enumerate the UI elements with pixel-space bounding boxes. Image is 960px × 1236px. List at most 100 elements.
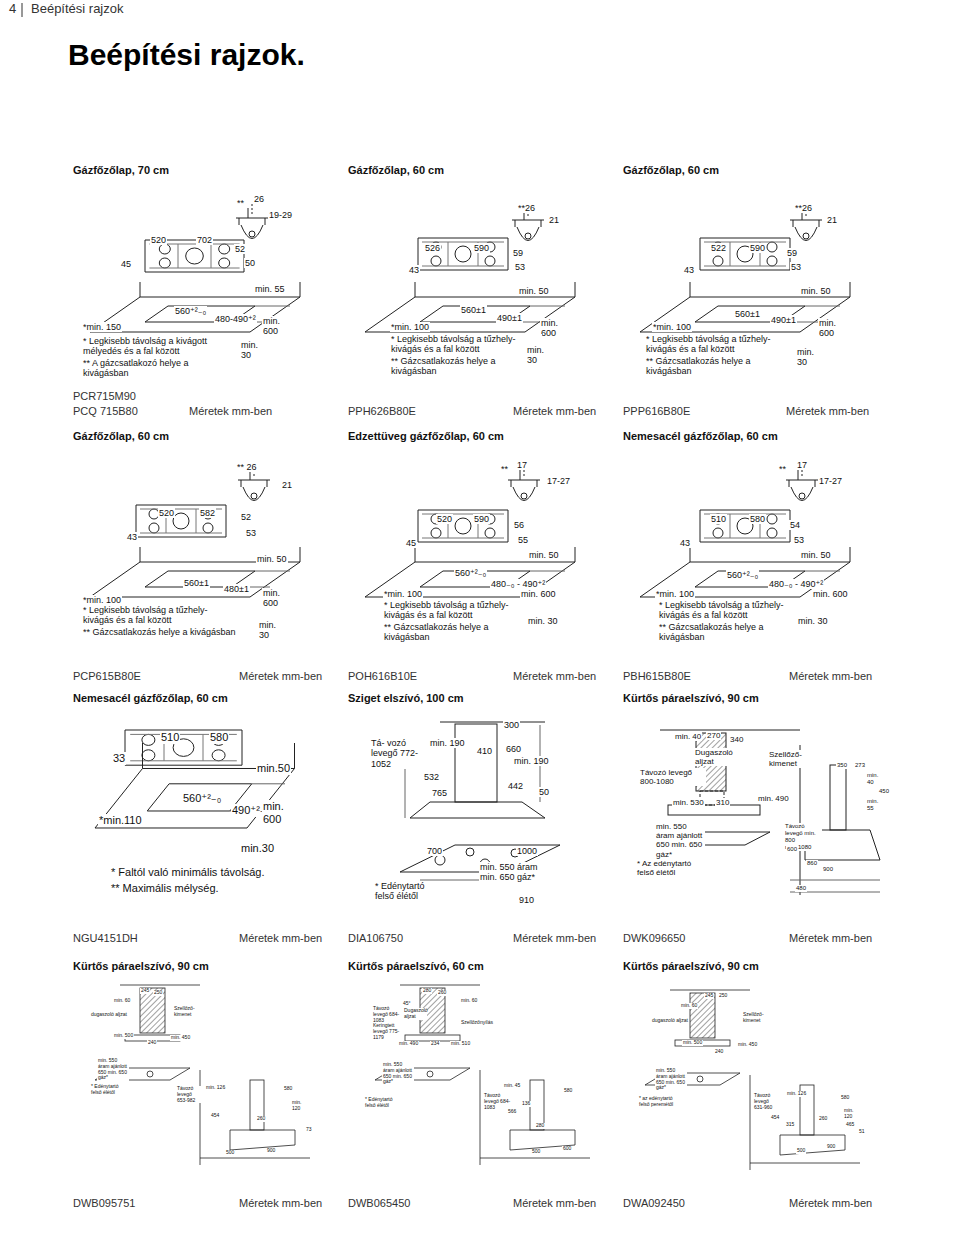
dimension-label: min. 500 xyxy=(113,1033,134,1039)
panel-heading: Kürtős páraelszívó, 90 cm xyxy=(72,960,210,973)
dimension-label: 52 xyxy=(234,244,246,254)
dimension-label: 43 xyxy=(683,265,695,275)
footnote: * az edénytartó felső peremétől xyxy=(638,1096,680,1108)
dimension-label: 590 xyxy=(749,243,766,253)
model-number: DWB065450 xyxy=(347,1197,411,1210)
dimension-label: min. 55 xyxy=(254,284,286,294)
dimension-label: ** xyxy=(778,464,787,474)
dimension-label: ** xyxy=(500,464,509,474)
model-number: NGU4151DH xyxy=(72,932,139,945)
dimension-label: 240 xyxy=(147,1040,157,1046)
dimension-label: 21 xyxy=(826,215,838,225)
dimension-label: *min.110 xyxy=(98,814,143,827)
dimension-label: 43 xyxy=(679,538,691,548)
dimension-label: Távozó levegő 684-1083 Keringtett levegő… xyxy=(372,1006,404,1041)
panel-heading: Kürtős páraelszívó, 90 cm xyxy=(622,960,760,973)
footnote: * Legkisebb távolság a tűzhely-kivágás é… xyxy=(383,600,535,621)
dimension-label: min. 30 xyxy=(796,347,822,368)
dimension-label: 59 xyxy=(786,248,798,258)
dimension-label: min. 50 xyxy=(256,554,288,564)
dimension-label: min. 550 áram min. 650 gáz* xyxy=(479,862,543,883)
dimension-label: 900 xyxy=(826,1144,836,1150)
dimension-label: Távozó levegő 684-1083 xyxy=(483,1093,515,1110)
dimension-label: 43 xyxy=(126,532,138,542)
footnote: * Legkisebb távolság a kivágott mélyedés… xyxy=(82,336,239,357)
dimension-label: min.30 xyxy=(240,842,275,855)
dimension-label: 480-490⁺² xyxy=(214,314,257,324)
dimension-label: 910 xyxy=(518,895,535,905)
footnote: * Legkisebb távolság a tűzhely-kivágás é… xyxy=(390,334,542,355)
dimension-label: 860 xyxy=(806,860,818,867)
footnote: ** Maximális mélység. xyxy=(110,882,220,895)
dimension-label: 600 xyxy=(786,846,798,853)
dimension-label: min. 50 xyxy=(528,550,560,560)
dimension-label: min. 190 xyxy=(513,756,550,766)
dimension-label: min. 600 xyxy=(812,589,849,599)
dimension-label: dugaszoló aljzat xyxy=(651,1018,689,1024)
panel-heading: Gázfőzőlap, 70 cm xyxy=(72,164,170,177)
dimension-label: 26 xyxy=(253,194,265,204)
dimension-label: 410 xyxy=(476,746,493,756)
model-number: PCQ 715B80 xyxy=(72,405,139,418)
dimension-label: 480±1 xyxy=(223,584,250,594)
dimension-label: min. 120 xyxy=(291,1100,305,1112)
dimension-label: 56 xyxy=(513,520,525,530)
dimension-label: 21 xyxy=(548,215,560,225)
dimension-label: min. 45 xyxy=(503,1083,521,1089)
dimension-label: min. 50 xyxy=(800,550,832,560)
dimension-label: 510 xyxy=(160,731,180,744)
dimension-label: 315 xyxy=(785,1122,795,1128)
dimension-label: 240 xyxy=(714,1049,724,1055)
footnote: ** Gázcsatlakozás helye a kivágásban xyxy=(645,356,797,377)
dimension-label: Dugaszoló aljzat xyxy=(694,748,742,766)
dimension-label: 560±1 xyxy=(460,305,487,315)
dimension-label: min. 450 xyxy=(737,1042,758,1048)
unit-note: Méretek mm-ben xyxy=(238,1197,323,1210)
dimension-label: *min. 100 xyxy=(82,595,122,605)
unit-note: Méretek mm-ben xyxy=(512,1197,597,1210)
dimension-label: 600 xyxy=(562,1146,572,1152)
dimension-label: 136 xyxy=(521,1101,531,1107)
unit-note: Méretek mm-ben xyxy=(238,670,323,683)
dimension-label: 700 xyxy=(426,846,443,856)
dimension-label: 566 xyxy=(507,1109,517,1115)
dimension-label: 500 xyxy=(796,1148,806,1154)
dimension-label: 442 xyxy=(507,781,524,791)
dimension-label: 500 xyxy=(531,1149,541,1155)
dimension-label: min. 490 xyxy=(398,1041,419,1047)
dimension-label: dugaszoló aljzat xyxy=(90,1012,128,1018)
dimension-label: min. 600 xyxy=(818,318,846,339)
footnote: ** Gázcsatlakozás helye a kivágásban xyxy=(390,356,542,377)
dimension-label: Tá- vozó levegő 772-1052 xyxy=(370,738,420,769)
footnote: ** Gázcsatlakozás helye a kivágásban xyxy=(383,622,535,643)
dimension-label: 51 xyxy=(858,1129,866,1135)
dimension-label: ** 26 xyxy=(236,462,258,472)
model-number: DIA106750 xyxy=(347,932,404,945)
dimension-label: **26 xyxy=(794,203,813,213)
dimension-label: 260 xyxy=(437,990,447,996)
dimension-label: 490±1 xyxy=(770,315,797,325)
dimension-label: min. 450 xyxy=(170,1035,191,1041)
model-number: DWK096650 xyxy=(622,932,686,945)
dimension-label: min. 60 xyxy=(460,998,478,1004)
dimension-label: 53 xyxy=(514,262,526,272)
dimension-label: ** xyxy=(236,198,245,208)
dimension-label: 510 xyxy=(710,514,727,524)
dimension-label: min. 600 xyxy=(262,588,290,609)
dimension-label: 520 xyxy=(150,235,167,245)
dimension-label: 310 xyxy=(715,798,730,807)
dimension-label: 580 xyxy=(749,514,766,524)
dimension-label: 480 xyxy=(795,885,807,892)
dimension-label: min. 30 xyxy=(258,620,284,641)
dimension-label: 560⁺²₋₀ xyxy=(182,792,222,805)
dimension-label: 582 xyxy=(199,508,216,518)
dimension-label: *min. 100 xyxy=(655,589,695,599)
dimension-label: 234 xyxy=(430,1041,440,1047)
dimension-label: min. 60 xyxy=(113,998,131,1004)
dimension-label: 500 xyxy=(225,1150,235,1156)
dimension-label: min. 600 xyxy=(540,318,568,339)
model-number: DWA092450 xyxy=(622,1197,686,1210)
dimension-label: min. 30 xyxy=(240,340,266,361)
footnote: ** Gázcsatlakozás helye a kivágásban xyxy=(658,622,810,643)
dimension-label: 45 xyxy=(405,538,417,548)
